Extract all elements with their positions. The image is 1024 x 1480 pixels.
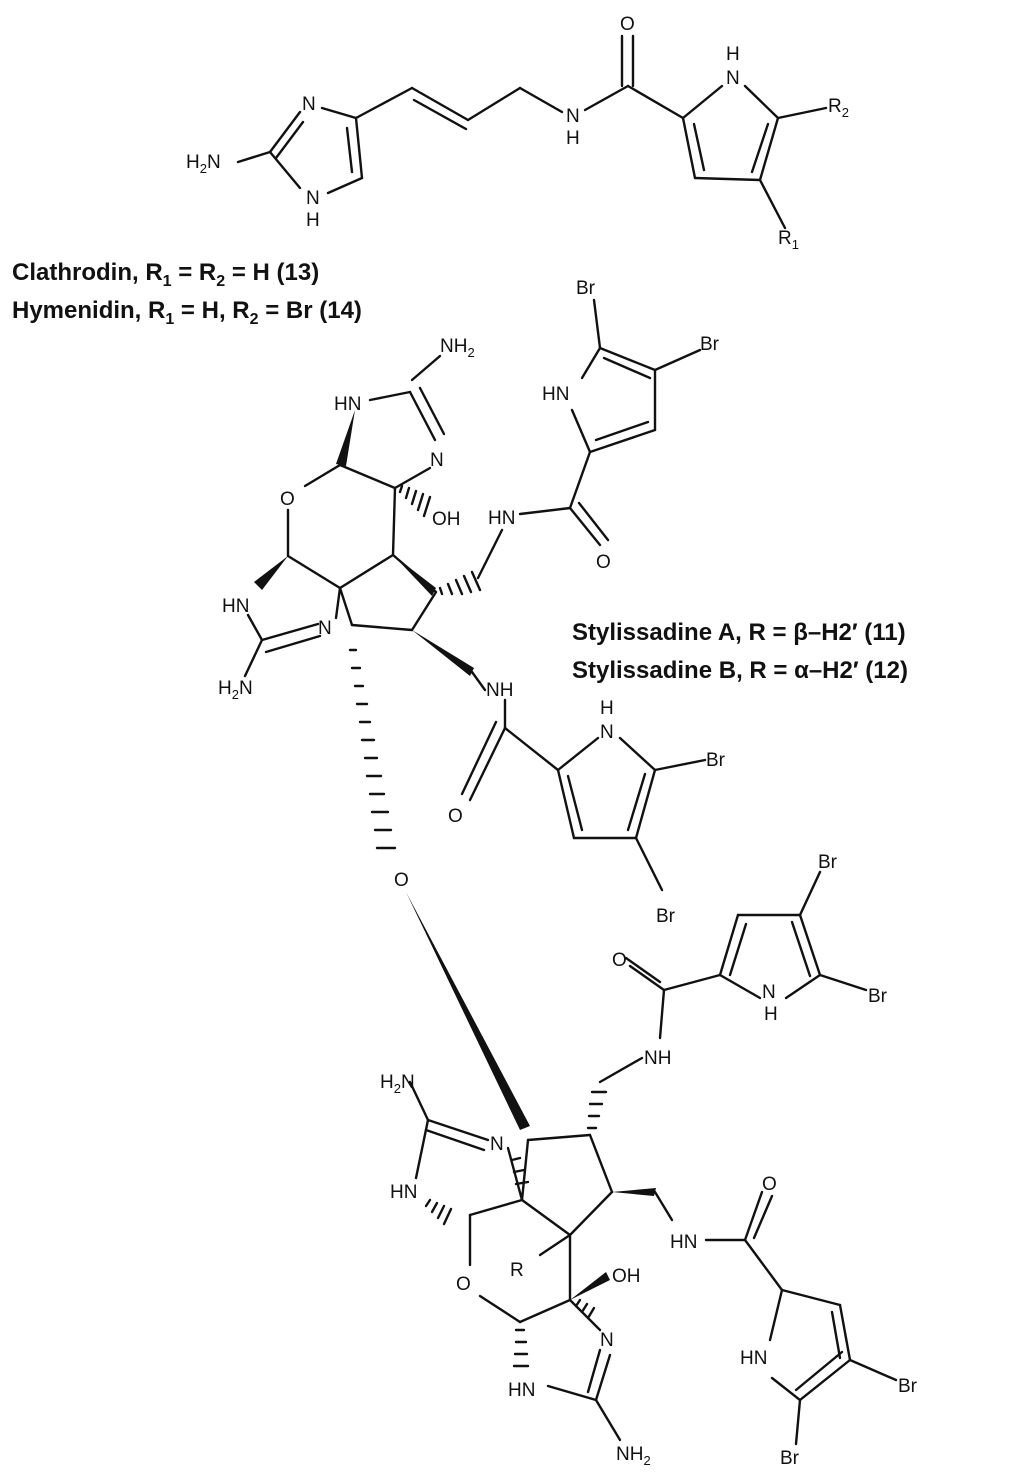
imidazole-n-label: N: [302, 94, 316, 115]
amide-n-label: N: [566, 106, 580, 127]
hn-label: HN: [334, 394, 361, 415]
n-label: N: [430, 450, 444, 471]
pyrrole-n-label: N: [762, 982, 776, 1003]
pyrrole-n-label: N: [726, 68, 740, 89]
ring-o-label: O: [280, 489, 295, 510]
hashed-bond: [512, 1328, 530, 1368]
hashed-bond: [510, 1156, 530, 1186]
imidazole-nh-h-label: H: [306, 210, 320, 231]
n-label: N: [600, 1330, 614, 1351]
n-label: N: [490, 1134, 504, 1155]
amine-label: H2N: [380, 1072, 415, 1096]
br-label: Br: [780, 1448, 800, 1469]
carbonyl-o-label: O: [762, 1174, 777, 1195]
clathrodin-hymenidin-structure: [236, 34, 828, 230]
r2-label: R2: [828, 96, 849, 120]
upper-monomer-atom-labels: NH2 HN N OH O HN N H2N HN O HN Br Br NH …: [218, 278, 726, 927]
br-label: Br: [706, 750, 726, 771]
nh2-label: NH2: [616, 1444, 651, 1468]
amine-label: H2N: [186, 152, 221, 176]
br-label: Br: [576, 278, 596, 299]
clathrodin-atom-labels: H2N N N H N H O H N R2 R1: [186, 14, 849, 252]
n-label: N: [318, 618, 332, 639]
hashed-bond: [586, 1090, 608, 1130]
carbonyl-o-label: O: [596, 552, 611, 573]
oh-label: OH: [432, 509, 461, 530]
carbonyl-o-label: O: [620, 14, 635, 35]
imidazole-nh-n-label: N: [306, 188, 320, 209]
r-label: R: [510, 1260, 524, 1281]
bridge-o-label: O: [394, 870, 409, 891]
r1-label: R1: [778, 228, 799, 252]
amide-h-label: H: [566, 128, 580, 149]
carbonyl-o-label: O: [612, 950, 627, 971]
hn-label: HN: [390, 1182, 417, 1203]
stylissadine-upper-monomer: [243, 298, 707, 892]
hn-label: HN: [670, 1232, 697, 1253]
br-label: Br: [700, 334, 720, 355]
caption-hymenidin: Hymenidin, R1 = H, R2 = Br (14): [12, 297, 362, 328]
monomer-link: O: [348, 648, 530, 1130]
br-label: Br: [868, 986, 888, 1007]
pyrrole-h-label: H: [726, 44, 740, 65]
wedge-bond: [570, 1272, 610, 1300]
hashed-bond: [424, 1198, 453, 1226]
lower-monomer-atom-labels: H2N N HN R O OH N HN NH2 NH O N H Br Br …: [380, 852, 918, 1469]
pyrrole-n-label: N: [600, 722, 614, 743]
carbonyl-o-label: O: [448, 806, 463, 827]
ring-o-label: O: [456, 1274, 471, 1295]
wedge-bond: [254, 556, 288, 590]
nh-label: NH: [486, 680, 513, 701]
hn-label: HN: [222, 596, 249, 617]
caption-clathrodin: Clathrodin, R1 = R2 = H (13): [12, 259, 319, 290]
nh-label: HN: [488, 508, 515, 529]
oh-label: OH: [612, 1266, 641, 1287]
wedge-bond: [393, 555, 436, 596]
br-label: Br: [898, 1376, 918, 1397]
pyrrole-h-label: H: [600, 698, 614, 719]
wedge-bond: [336, 410, 355, 466]
br-label: Br: [656, 906, 676, 927]
wedge-bond: [412, 630, 474, 676]
wedge-bond: [612, 1188, 656, 1196]
amine-label: H2N: [218, 678, 253, 702]
br-label: Br: [818, 852, 838, 873]
nh-label: NH: [644, 1048, 671, 1069]
hn-label: HN: [740, 1348, 767, 1369]
hn-label: HN: [508, 1380, 535, 1401]
wedge-link-bond: [406, 892, 530, 1130]
stylissadine-lower-monomer: [408, 870, 898, 1446]
hashed-bond-oh: [398, 484, 432, 518]
hashed-link-bond: [348, 648, 397, 850]
caption-stylissadine-a: Stylissadine A, R = β–H2′ (11): [572, 619, 906, 646]
hashed-bond-ch2: [438, 570, 482, 596]
pyrrole-h-label: H: [764, 1004, 778, 1025]
hashed-bond: [574, 1298, 596, 1320]
caption-stylissadine-b: Stylissadine B, R = α–H2′ (12): [572, 657, 908, 684]
nh2-label: NH2: [440, 336, 475, 360]
hn-label: HN: [542, 384, 569, 405]
